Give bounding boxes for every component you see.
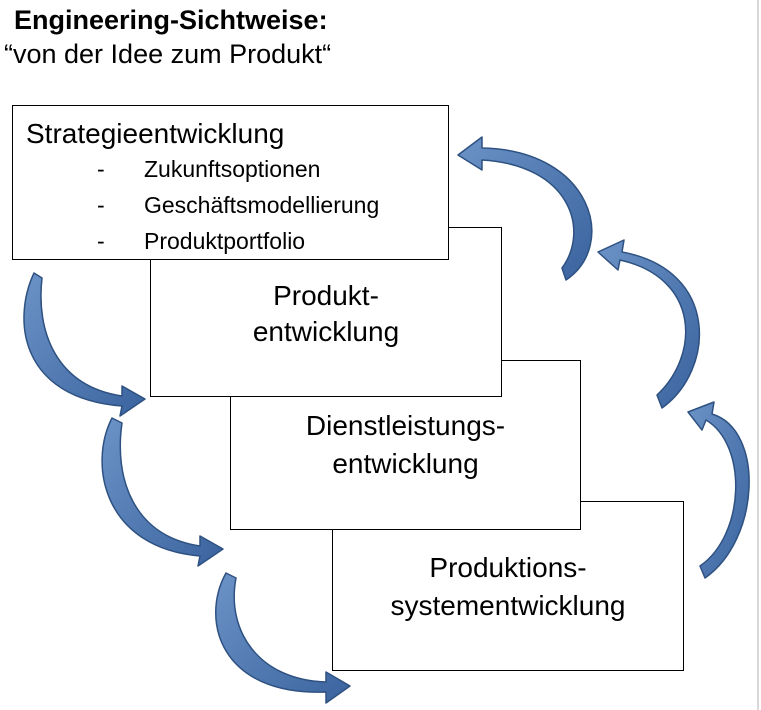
product-title-line2: entwicklung (252, 316, 400, 347)
bullet-text: Zukunftsoptionen (144, 156, 321, 182)
bullet-text: Produktportfolio (144, 228, 306, 254)
bullet-text: Geschäftsmodellierung (144, 192, 380, 218)
bullet-item: - Geschäftsmodellierung (97, 187, 379, 223)
curved-arrow-icon (23, 272, 146, 417)
product-title-line1: Produkt- (273, 280, 379, 311)
bullet-dash: - (97, 228, 105, 254)
strategy-bullet-list: - Zukunftsoptionen - Geschäftsmodellieru… (97, 151, 379, 259)
strategy-heading: Strategieentwicklung (26, 118, 285, 149)
bullet-item: - Produktportfolio (97, 223, 379, 259)
curved-arrow-icon (597, 239, 700, 409)
production-title-line1: Produktions- (429, 552, 587, 583)
bullet-item: - Zukunftsoptionen (97, 151, 379, 187)
right-divider (757, 0, 759, 710)
curved-arrow-icon (215, 572, 351, 704)
curved-arrow-icon (687, 401, 750, 579)
production-title-line2: systementwicklung (390, 590, 626, 621)
service-title-line2: entwicklung (332, 448, 479, 479)
page-subtitle: “von der Idee zum Produkt“ (4, 39, 332, 69)
page-title: Engineering-Sichtweise: (14, 5, 328, 35)
bullet-dash: - (97, 192, 105, 218)
service-title-line1: Dienstleistungs- (305, 410, 506, 441)
bullet-dash: - (97, 156, 105, 182)
curved-arrow-icon (101, 417, 224, 567)
strategy-box: Strategieentwicklung - Zukunftsoptionen … (12, 105, 449, 260)
